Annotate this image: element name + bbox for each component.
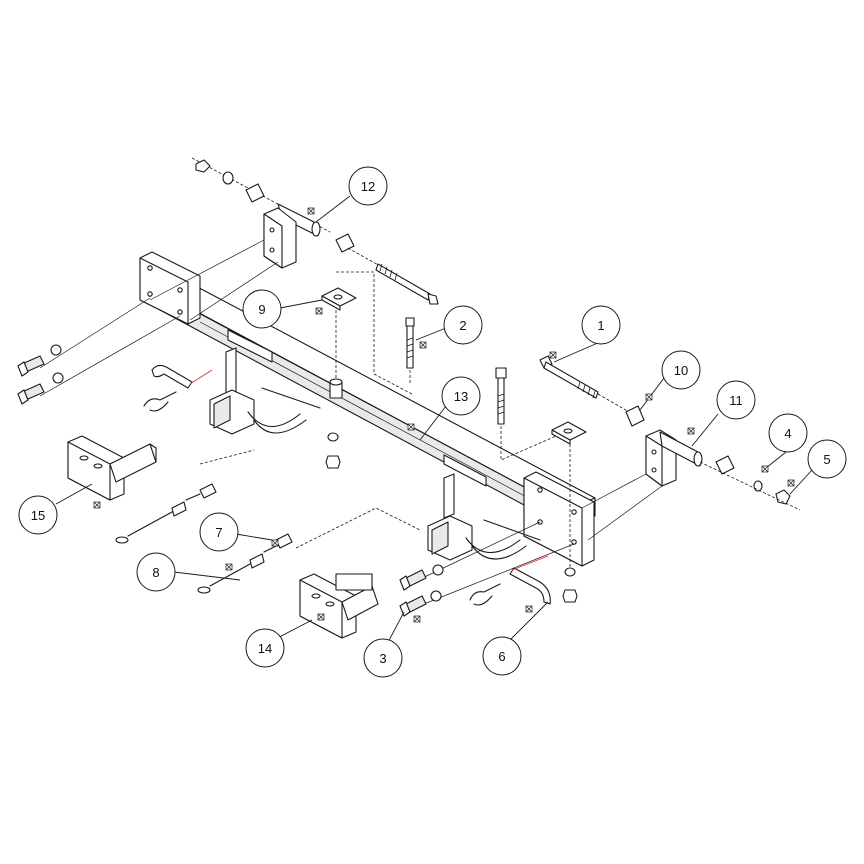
- right-hitch-pin: [469, 555, 551, 606]
- callout-8: 8: [136, 552, 176, 592]
- callout-11: 11: [716, 380, 756, 420]
- callout-number: 1: [597, 318, 604, 333]
- left-end-plate: [139, 251, 201, 325]
- callout-number: 6: [498, 649, 505, 664]
- right-long-bolt: [539, 355, 637, 417]
- callout-number: 9: [258, 302, 265, 317]
- callout-number: 7: [215, 525, 222, 540]
- callout-15: 15: [18, 495, 58, 535]
- left-end-bolts: [17, 297, 181, 405]
- callout-number: 13: [454, 389, 468, 404]
- callout-6: 6: [482, 636, 522, 676]
- callout-number: 3: [379, 651, 386, 666]
- safety-cable-upper: [115, 449, 255, 544]
- callout-4: 4: [768, 413, 808, 453]
- callout-13: 13: [441, 376, 481, 416]
- callout-number: 2: [459, 318, 466, 333]
- callout-number: 14: [258, 641, 272, 656]
- callout-number: 10: [674, 363, 688, 378]
- right-receiver-bracket: [427, 473, 541, 561]
- callout-7: 7: [199, 512, 239, 552]
- callout-10: 10: [661, 350, 701, 390]
- bracket-14: [299, 573, 379, 639]
- callout-number: 12: [361, 179, 375, 194]
- callout-9: 9: [242, 289, 282, 329]
- callout-number: 5: [823, 452, 830, 467]
- center-right-bolt: [495, 367, 587, 603]
- upper-left-hardware: [191, 157, 439, 305]
- callout-number: 4: [784, 426, 791, 441]
- right-end-plate: [523, 471, 595, 567]
- callout-12: 12: [348, 166, 388, 206]
- callout-5: 5: [807, 439, 847, 479]
- callout-number: 15: [31, 508, 45, 523]
- callout-number: 11: [729, 393, 743, 408]
- guide-line: [189, 261, 279, 321]
- callout-1: 1: [581, 305, 621, 345]
- reference-markers: [93, 207, 795, 623]
- right-upper-bracket: [581, 405, 801, 541]
- left-hitch-pin: [143, 364, 213, 412]
- callout-number: 8: [152, 565, 159, 580]
- center-bolt-column: [321, 271, 415, 469]
- callout-14: 14: [245, 628, 285, 668]
- guide-line: [149, 239, 265, 301]
- bracket-15: [67, 435, 157, 501]
- bottom-bolts: [399, 521, 575, 617]
- left-receiver-bracket: [209, 347, 321, 435]
- safety-cable-lower: [197, 507, 421, 594]
- callout-3: 3: [363, 638, 403, 678]
- callout-2: 2: [443, 305, 483, 345]
